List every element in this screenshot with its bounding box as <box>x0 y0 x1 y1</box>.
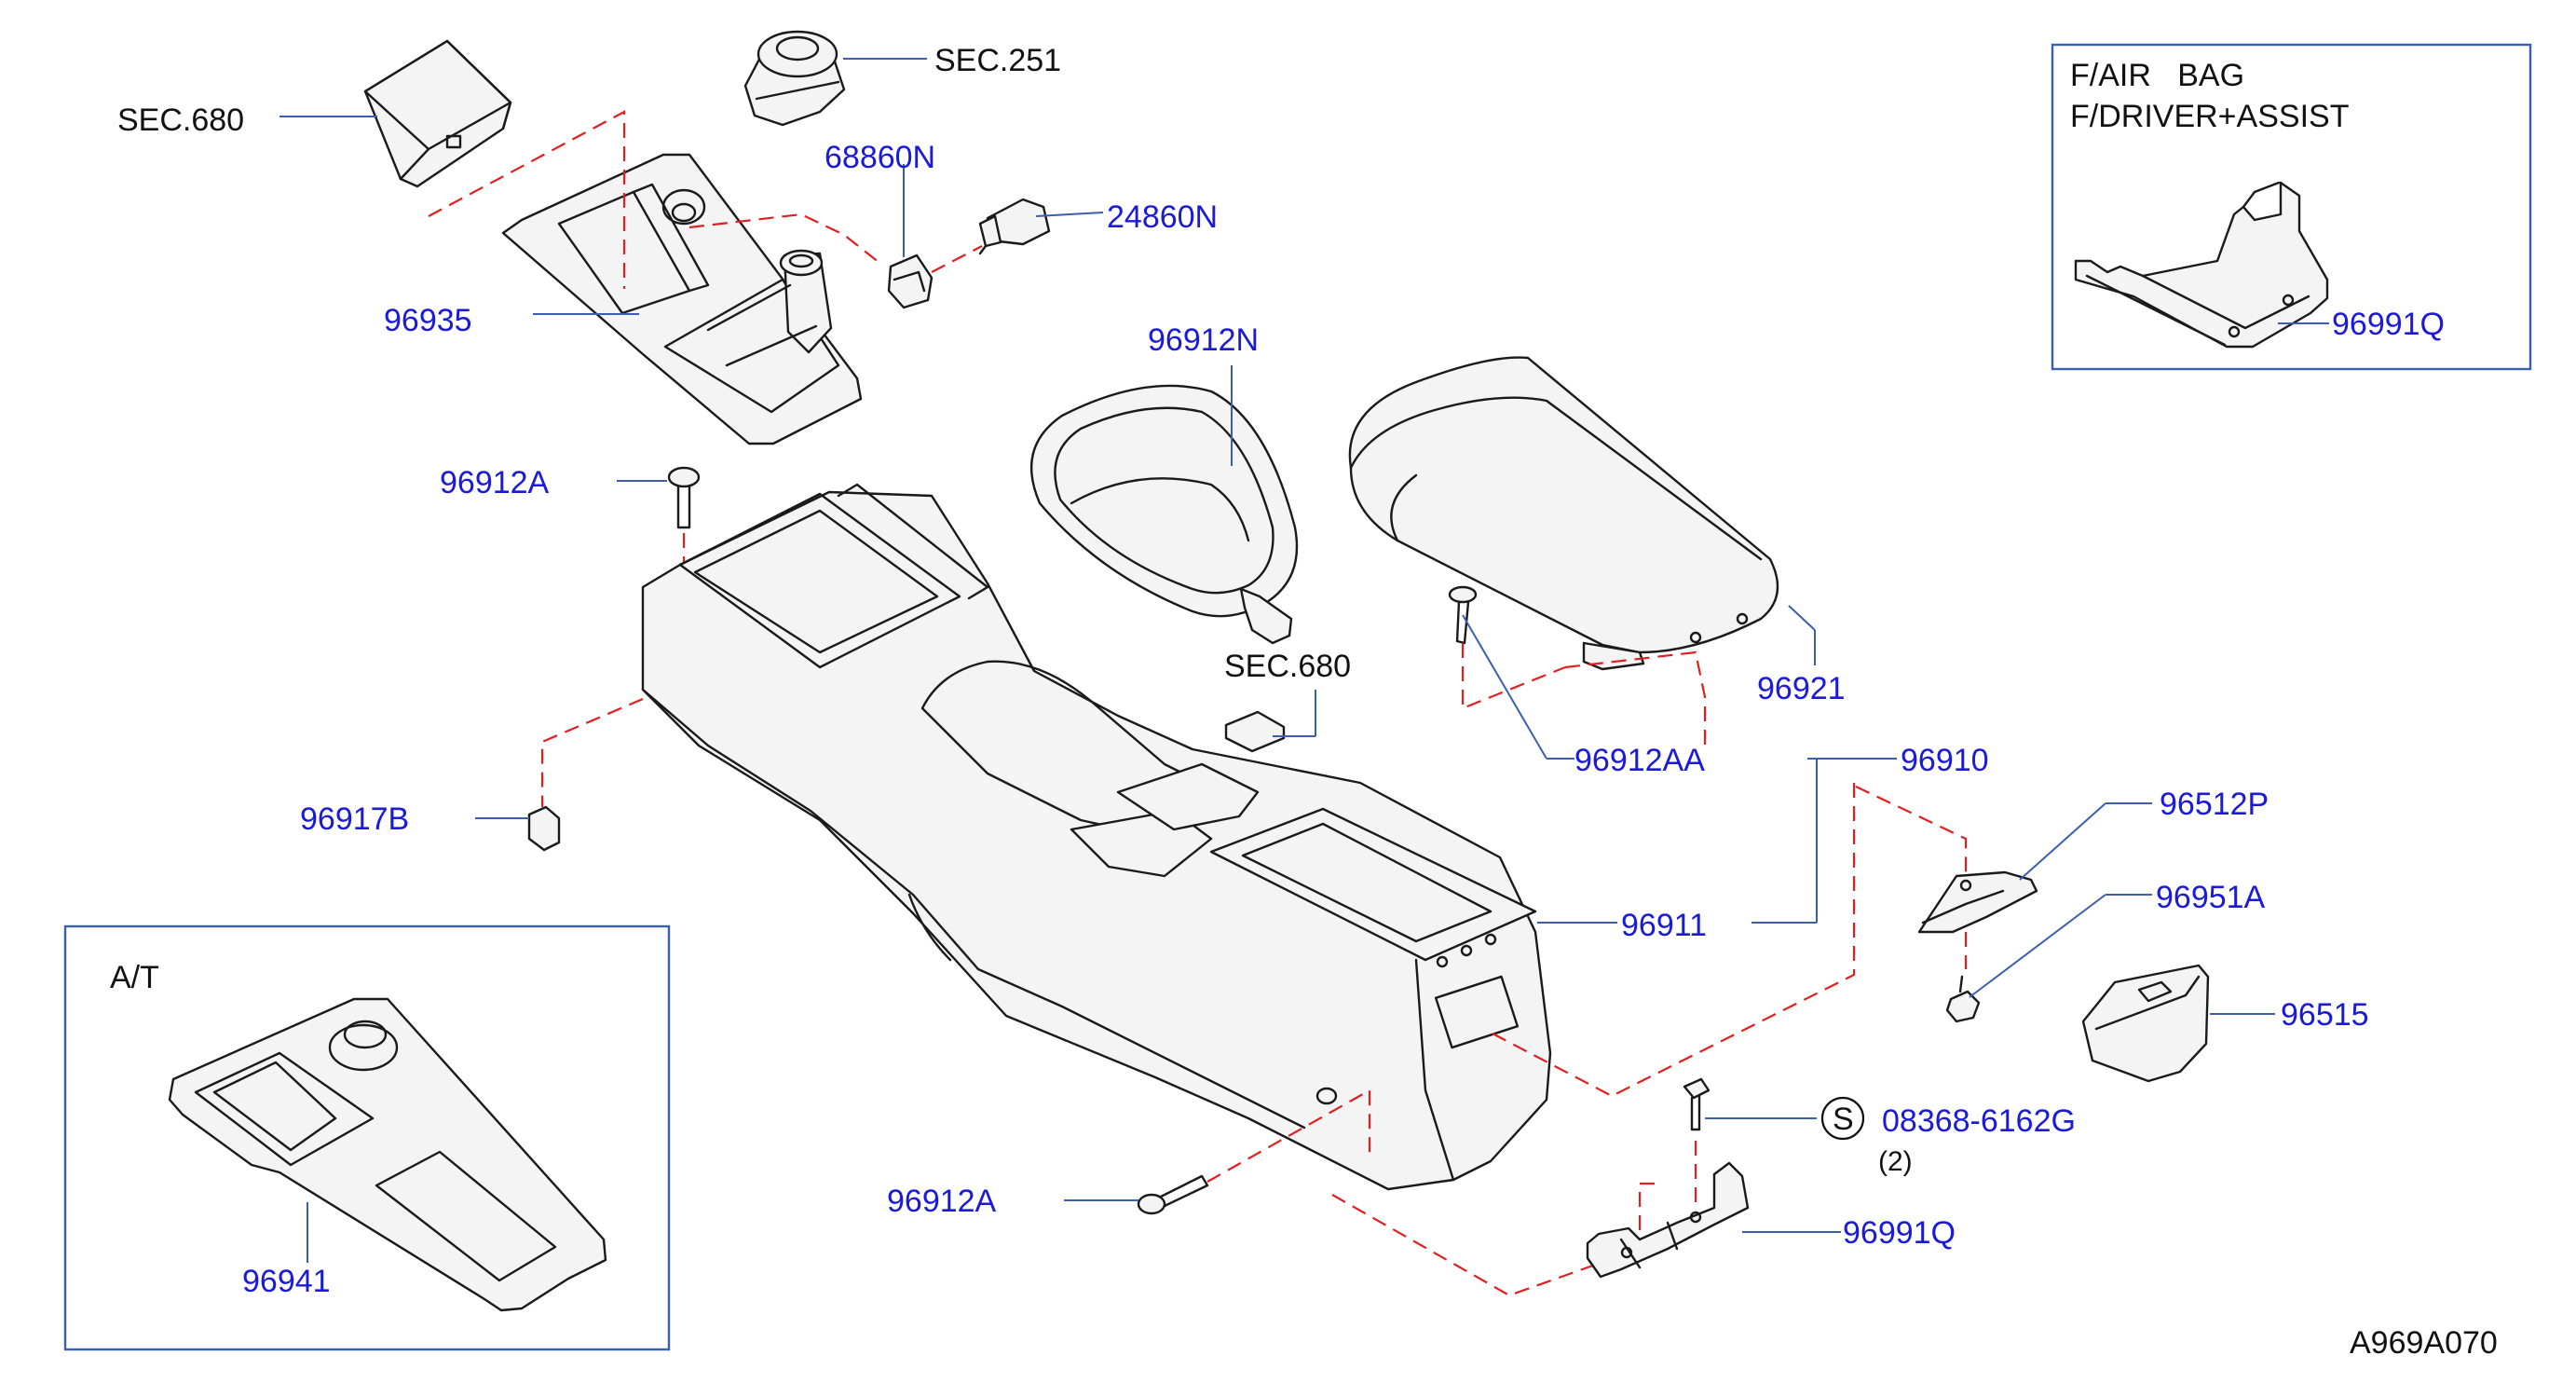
diagram-code: A969A070 <box>2350 1325 2498 1361</box>
label-68860N: 68860N <box>825 140 935 175</box>
label-96991Q-bottom: 96991Q <box>1843 1215 1956 1251</box>
label-sec251: SEC.251 <box>934 43 1061 78</box>
knob-part <box>743 30 846 127</box>
switch-24860N-part <box>978 198 1051 255</box>
airbag-inset-line1: F/AIR BAG <box>2070 58 2244 93</box>
armrest-lid-part <box>1348 356 1779 671</box>
clip-96917B-part <box>527 805 561 852</box>
bracket-96512P-part <box>1917 870 2038 934</box>
airbag-inset-line2: F/DRIVER+ASSIST <box>2070 99 2349 134</box>
bolt-08368-part <box>1683 1077 1711 1131</box>
at-finisher-part <box>168 997 607 1312</box>
label-96935: 96935 <box>384 303 472 338</box>
label-96515: 96515 <box>2281 997 2369 1033</box>
label-96912A-bottom: 96912A <box>887 1184 997 1219</box>
label-96951A: 96951A <box>2156 880 2266 915</box>
screw-96912A-top-part <box>667 466 701 529</box>
label-96912A-top: 96912A <box>440 465 550 500</box>
label-96912AA: 96912AA <box>1574 743 1705 778</box>
label-96911: 96911 <box>1621 908 1707 943</box>
label-96941: 96941 <box>242 1264 331 1299</box>
s-mark: S <box>1820 1096 1865 1141</box>
shift-finisher-part <box>501 153 863 445</box>
lamp-96515-part <box>2081 964 2210 1083</box>
at-inset-title: A/T <box>110 960 159 995</box>
label-qty-2: (2) <box>1878 1146 1913 1177</box>
label-96512P: 96512P <box>2160 787 2269 822</box>
bracket-96991Q-bottom-part <box>1586 1161 1750 1279</box>
label-96991Q-box: 96991Q <box>2332 307 2445 342</box>
pocket-part <box>363 39 512 188</box>
console-body-part <box>641 483 1552 1191</box>
label-96921: 96921 <box>1757 671 1846 706</box>
label-24860N: 24860N <box>1107 199 1218 235</box>
label-96912N: 96912N <box>1148 322 1259 358</box>
label-96917B: 96917B <box>300 801 409 837</box>
label-96910: 96910 <box>1901 743 1989 778</box>
clip-96951A-part <box>1945 975 1981 1023</box>
screw-96912A-bottom-part <box>1137 1174 1209 1215</box>
label-08368-6162G: 08368-6162G <box>1882 1103 2076 1139</box>
at-inset: A/T 96941 <box>63 924 671 1351</box>
label-sec680-top: SEC.680 <box>117 103 244 138</box>
cupholder-ring-part <box>1029 384 1299 645</box>
s-mark-letter: S <box>1833 1102 1854 1137</box>
pocket-mid-part <box>1224 710 1286 753</box>
switch-68860N-part <box>887 253 934 309</box>
airbag-bracket-part <box>2074 181 2329 349</box>
airbag-inset: F/AIR BAG F/DRIVER+ASSIST 96991Q <box>2051 43 2532 371</box>
label-sec680-mid: SEC.680 <box>1224 649 1351 684</box>
